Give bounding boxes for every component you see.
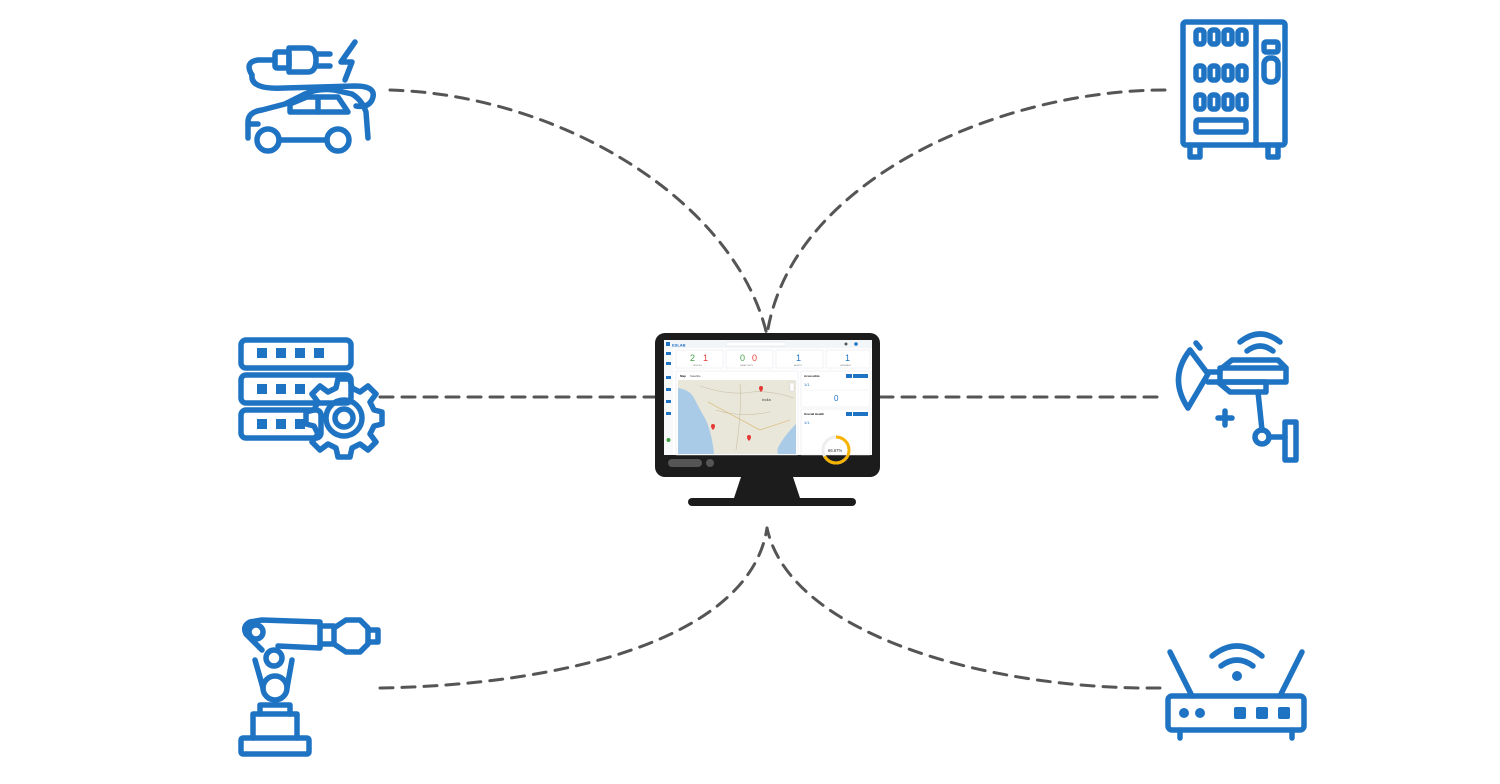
avatar[interactable] xyxy=(854,342,858,346)
connector-router xyxy=(765,526,1162,690)
health-gauge-arc xyxy=(821,435,851,465)
brand-logo-mark xyxy=(666,342,670,346)
search-bar[interactable] xyxy=(725,341,787,347)
sidebar-item-settings-icon[interactable] xyxy=(666,412,671,415)
sidebar-item-alerts-icon[interactable] xyxy=(666,388,671,391)
accessible-value-a: 1/1 xyxy=(804,382,810,387)
overall-health-btn-1[interactable] xyxy=(846,412,852,416)
map-panel[interactable]: Map Satellite India xyxy=(675,370,799,456)
dashboard-screen: ESLAB 2 1 DEVICES 0 xyxy=(664,340,872,465)
stat-1-value-a: 2 xyxy=(690,353,695,363)
stat-2-value-b: 0 xyxy=(752,353,757,363)
connector-lines xyxy=(378,88,1167,690)
connector-ev-car xyxy=(388,88,769,337)
map-pin-3[interactable] xyxy=(747,435,751,441)
stat-3-label: ALERTS xyxy=(794,364,802,367)
map-pin-1[interactable] xyxy=(759,386,763,392)
stat-3-value: 1 xyxy=(796,353,801,363)
cctv-camera-icon xyxy=(1175,331,1299,463)
map-zoom-control[interactable] xyxy=(789,382,795,392)
sidebar-item-devices-icon[interactable] xyxy=(666,362,671,365)
monitor-base xyxy=(688,498,856,506)
monitor-stand xyxy=(734,474,800,498)
map-tab-map[interactable]: Map xyxy=(680,374,686,378)
stat-4-label: GATEWAYS xyxy=(840,364,852,367)
overall-health-btn-2[interactable] xyxy=(853,412,868,416)
monitor-chin-dot xyxy=(706,459,714,467)
accessible-btn-1[interactable] xyxy=(846,374,852,378)
stat-card-3 xyxy=(775,349,824,369)
connector-vending-machine xyxy=(765,88,1167,337)
sidebar-item-map-icon[interactable] xyxy=(666,376,671,379)
map-bay xyxy=(777,424,796,454)
map-region-label: India xyxy=(762,397,771,402)
robot-arm-icon xyxy=(238,617,381,757)
health-gauge-value: 66.67% xyxy=(828,448,842,453)
wifi-router-icon xyxy=(1165,643,1307,741)
notification-icon[interactable] xyxy=(844,342,848,346)
side-panels: Accessible 1/1 0 Overall Health 1/1 66.6… xyxy=(800,370,871,465)
accessible-btn-2[interactable] xyxy=(853,374,868,378)
monitor: ESLAB 2 1 DEVICES 0 xyxy=(655,333,880,506)
stat-cards: 2 1 DEVICES 0 0 DATA POINTS 1 ALERTS 1 G… xyxy=(675,349,871,369)
stat-card-2 xyxy=(725,349,774,369)
connector-robot-arm xyxy=(378,526,769,690)
vending-machine-icon xyxy=(1180,19,1288,160)
map-pin-2[interactable] xyxy=(711,424,715,430)
sidebar-item-help-icon[interactable] xyxy=(666,438,671,442)
server-gear-icon xyxy=(238,337,385,460)
map-tab-satellite[interactable]: Satellite xyxy=(690,374,701,378)
stat-card-4 xyxy=(825,349,871,369)
accessible-value-b: 0 xyxy=(834,394,839,403)
ev-car-icon xyxy=(245,39,376,154)
overall-health-panel xyxy=(800,408,871,456)
overall-health-title: Overall Health xyxy=(804,412,824,416)
stat-4-value: 1 xyxy=(845,353,850,363)
stat-1-label: DEVICES xyxy=(693,365,702,367)
brand-name: ESLAB xyxy=(672,343,686,348)
map-sea xyxy=(678,388,714,454)
monitor-chin-bar xyxy=(668,459,702,467)
stat-2-label: DATA POINTS xyxy=(740,364,754,367)
accessible-title: Accessible xyxy=(804,374,820,378)
sidebar-item-reports-icon[interactable] xyxy=(666,400,671,403)
overall-health-value: 1/1 xyxy=(804,420,810,425)
stat-card-1 xyxy=(675,349,724,369)
health-gauge: 66.67% xyxy=(821,435,851,465)
stat-2-value-a: 0 xyxy=(740,353,745,363)
sidebar-item-home-icon[interactable] xyxy=(666,352,671,355)
stat-1-value-b: 1 xyxy=(703,353,708,363)
